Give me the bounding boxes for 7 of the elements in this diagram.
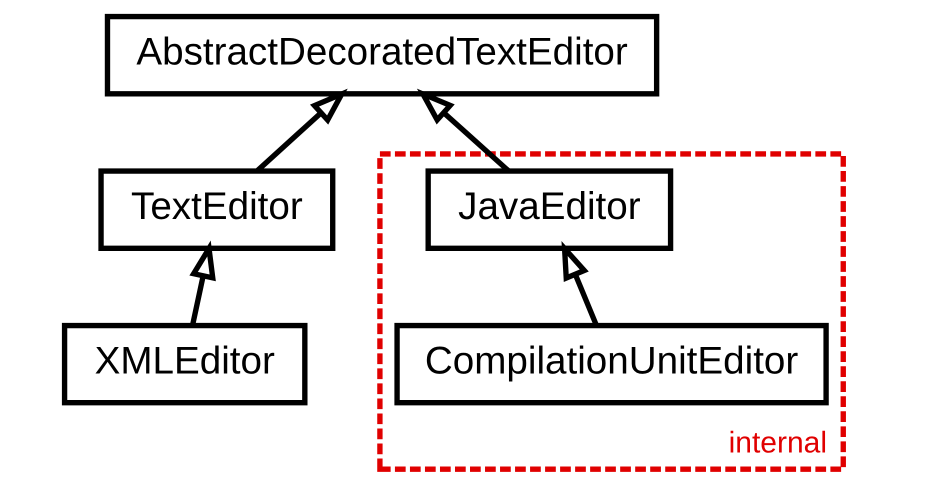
arrow: [189, 240, 216, 326]
node-box: TextEditor: [98, 168, 336, 251]
node-box: CompilationUnitEditor: [394, 322, 829, 406]
arrow: [561, 241, 599, 326]
node-box: AbstractDecoratedTextEditor: [104, 14, 660, 97]
node-box: JavaEditor: [426, 168, 674, 251]
node-box: XMLEditor: [62, 322, 308, 406]
